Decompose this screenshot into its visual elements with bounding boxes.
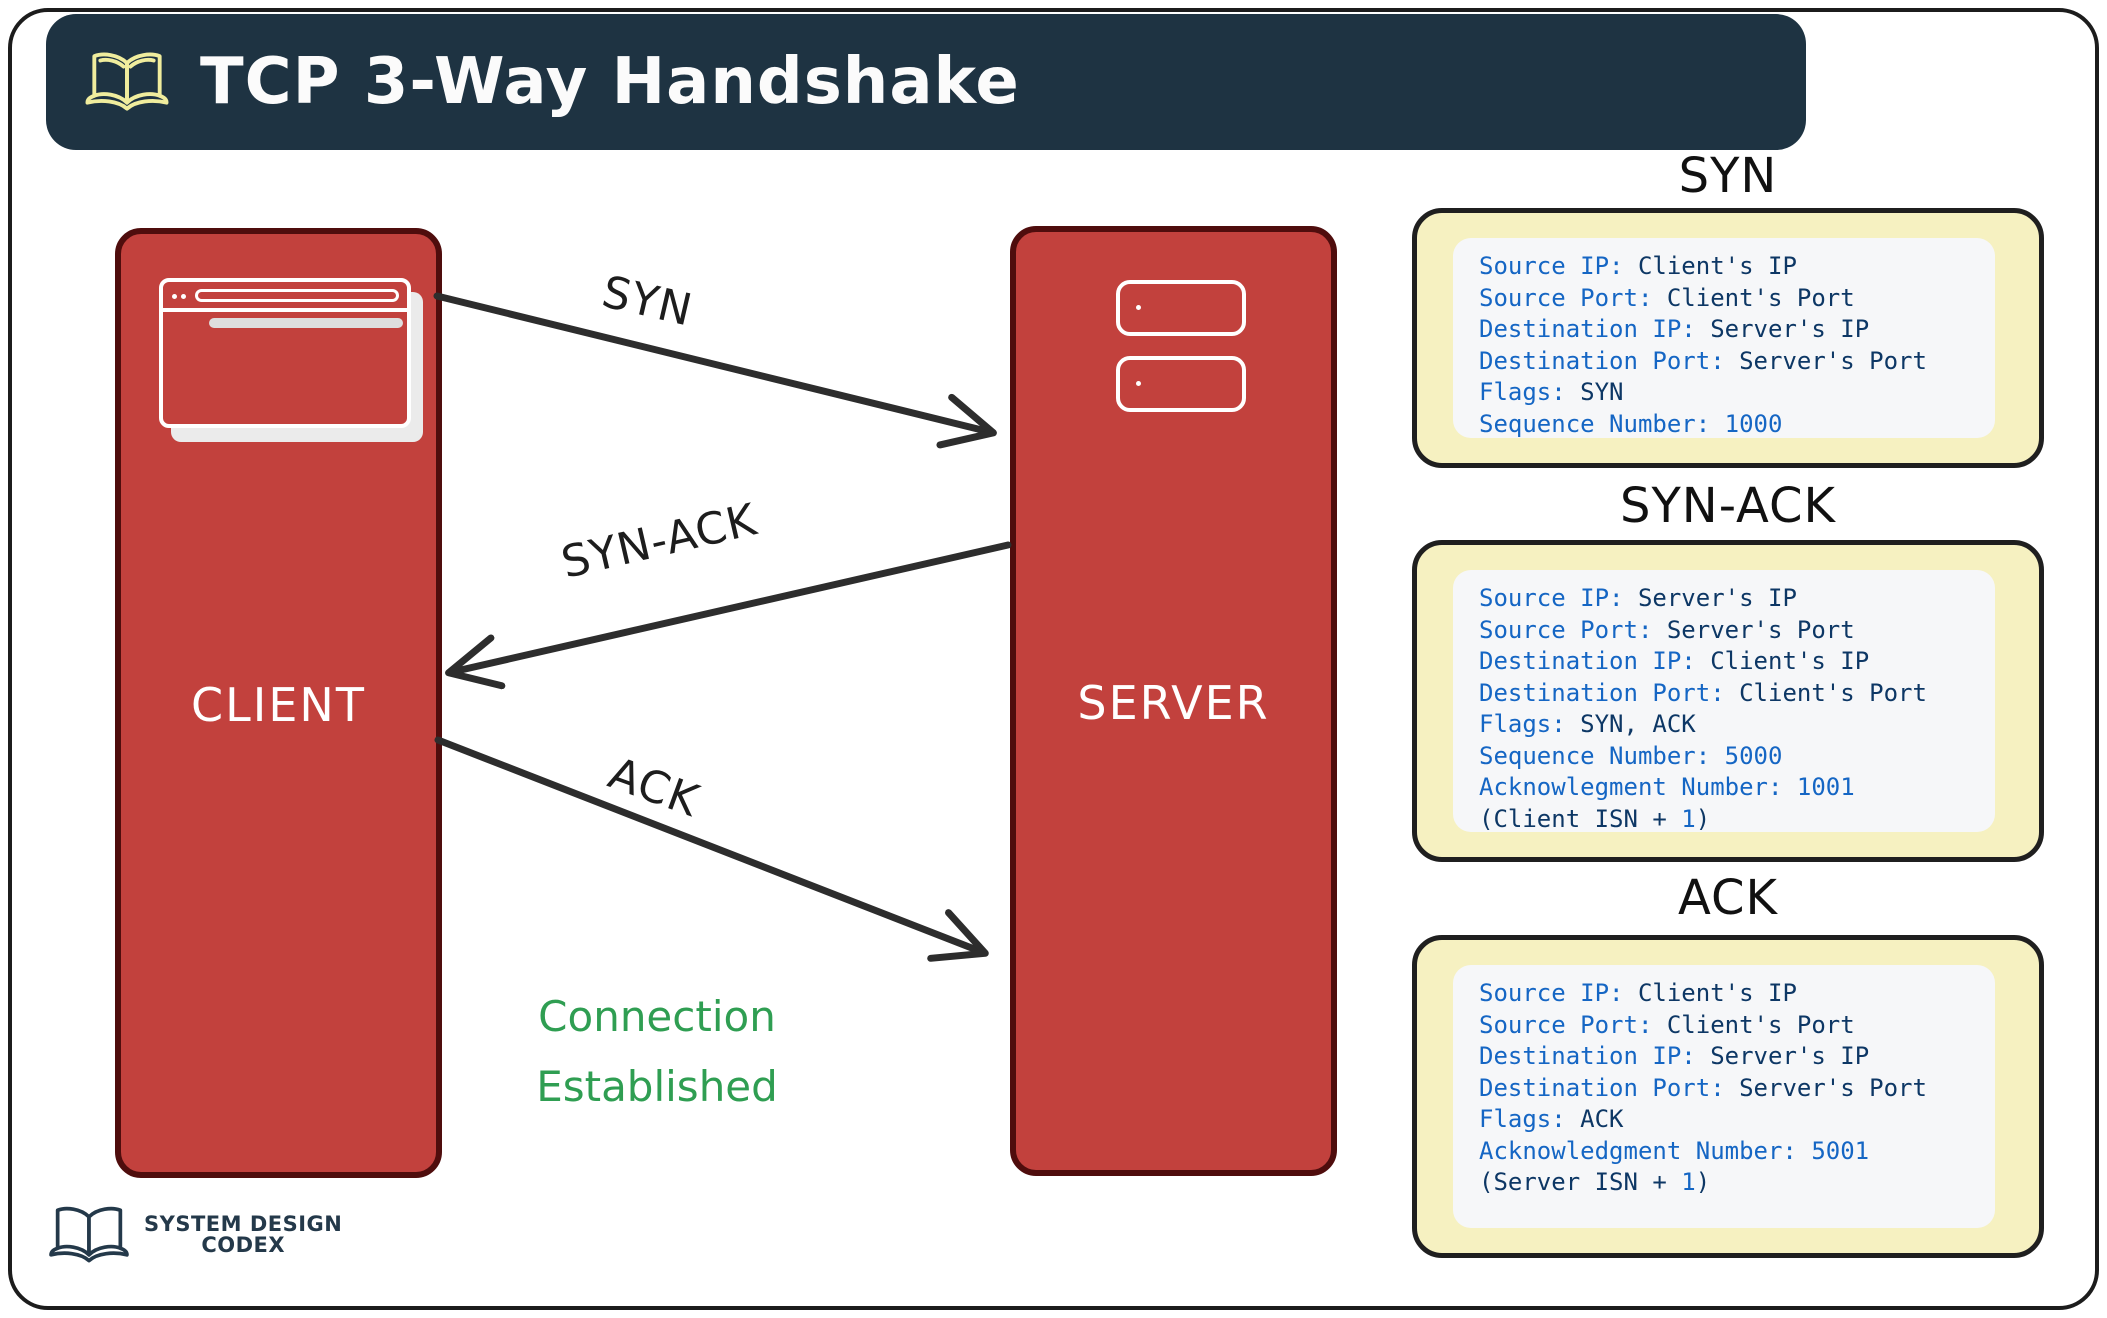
packet-field-line: Source Port: Client's Port	[1479, 1010, 1855, 1039]
page-title: TCP 3-Way Handshake	[200, 45, 1020, 119]
client-label: CLIENT	[191, 678, 366, 732]
syn-ack-arrow	[445, 541, 1012, 690]
brand-name-line2: CODEX	[201, 1233, 286, 1257]
packet-field-line: Flags: ACK	[1479, 1105, 1624, 1133]
syn-ack-arrow-label: SYN-ACK	[556, 494, 762, 589]
syn-packet-title: SYN	[1678, 148, 1778, 204]
brand-logo: SYSTEM DESIGN CODEX	[46, 1202, 342, 1268]
server-label: SERVER	[1077, 676, 1270, 730]
packet-field-line: Sequence Number: 5000	[1479, 741, 1783, 770]
packet-field-line: Source Port: Server's Port	[1479, 615, 1855, 644]
packet-field-line: Destination IP: Client's IP	[1479, 647, 1870, 675]
packet-field-line: Flags: SYN, ACK	[1479, 710, 1696, 738]
connection-status-line2: Established	[536, 1062, 778, 1111]
packet-field-line: Source IP: Server's IP	[1479, 584, 1797, 612]
packet-field-line: Destination Port: Server's Port	[1479, 1073, 1927, 1102]
client-node: CLIENT	[115, 228, 442, 1178]
packet-field-line: (Server ISN + 1)	[1479, 1168, 1711, 1196]
server-led-dot	[1136, 381, 1141, 386]
ack-arrow	[434, 736, 989, 962]
syn-ack-packet-fields: Source IP: Server's IP Source Port: Serve…	[1453, 570, 1995, 832]
packet-field-line: Destination IP: Server's IP	[1479, 1042, 1870, 1070]
ack-packet-fields: Source IP: Client's IP Source Port: Clien…	[1453, 965, 1995, 1228]
packet-field-line: Acknowledgment Number: 5001	[1479, 1136, 1870, 1165]
syn-ack-packet-box: Source IP: Server's IP Source Port: Serve…	[1412, 540, 2044, 862]
packet-field-line: Source IP: Client's IP	[1479, 252, 1797, 280]
syn-packet-fields: Source IP: Client's IP Source Port: Clien…	[1453, 238, 1995, 438]
packet-field-line: Destination IP: Server's IP	[1479, 315, 1870, 343]
syn-packet-box: Source IP: Client's IP Source Port: Clien…	[1412, 208, 2044, 468]
brand-name: SYSTEM DESIGN CODEX	[144, 1214, 342, 1256]
ack-packet-box: Source IP: Client's IP Source Port: Clien…	[1412, 935, 2044, 1258]
address-bar-shadow	[209, 318, 403, 328]
packet-field-line: Source IP: Client's IP	[1479, 979, 1797, 1007]
window-control-dot	[172, 294, 177, 299]
ack-packet-title: ACK	[1678, 870, 1778, 926]
packet-field-line: Sequence Number: 1000	[1479, 409, 1783, 438]
server-rack-icon	[1116, 356, 1246, 412]
open-book-logo-icon	[49, 1206, 129, 1263]
brand-name-line1: SYSTEM DESIGN	[144, 1212, 343, 1236]
ack-arrow-label: ACK	[602, 747, 706, 828]
connection-status: Connection Established	[457, 982, 857, 1122]
packet-field-line: Flags: SYN	[1479, 378, 1624, 406]
syn-ack-packet-title: SYN-ACK	[1620, 478, 1836, 534]
address-bar	[195, 289, 399, 302]
packet-field-line: Destination Port: Server's Port	[1479, 346, 1927, 375]
packet-field-line: Acknowlegment Number: 1001	[1479, 773, 1855, 801]
server-led-dot	[1136, 305, 1141, 310]
window-control-dot	[181, 294, 186, 299]
packet-field-line: (Client ISN + 1)	[1479, 804, 1711, 833]
syn-arrow-label: SYN	[597, 266, 698, 337]
title-bar: TCP 3-Way Handshake	[46, 14, 1806, 150]
server-rack-icon	[1116, 280, 1246, 336]
syn-arrow	[433, 292, 997, 449]
packet-field-line: Source Port: Client's Port	[1479, 283, 1855, 312]
server-node: SERVER	[1010, 226, 1337, 1176]
book-icon	[85, 52, 169, 111]
browser-titlebar	[163, 282, 407, 312]
connection-status-line1: Connection	[538, 992, 776, 1041]
packet-field-line: Destination Port: Client's Port	[1479, 678, 1927, 707]
browser-window-icon	[159, 278, 411, 428]
